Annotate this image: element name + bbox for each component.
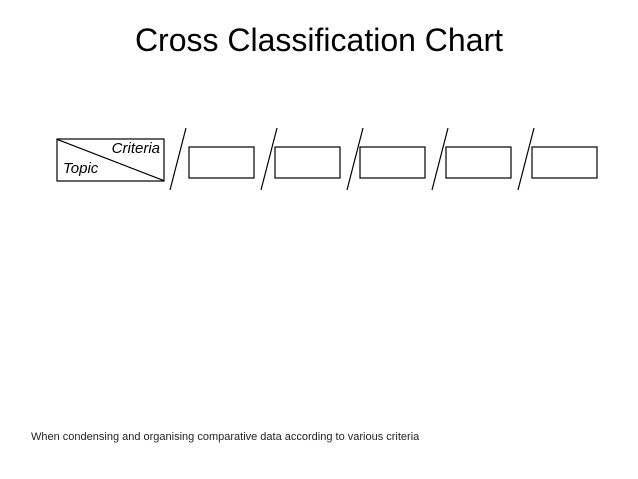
topic-label: Topic [63, 160, 99, 177]
column-separator-slash-icon [169, 127, 187, 191]
column-separator-slash-icon [517, 127, 535, 191]
slide-body-empty-area [0, 200, 638, 425]
criteria-cell-4[interactable] [445, 146, 512, 179]
criteria-cell-5[interactable] [531, 146, 598, 179]
criteria-label: Criteria [112, 140, 160, 157]
slide-caption: When condensing and organising comparati… [31, 431, 420, 443]
column-separator-slash-icon [431, 127, 449, 191]
cross-classification-diagram: Criteria Topic [0, 120, 638, 200]
page-title: Cross Classification Chart [134, 22, 504, 58]
criteria-cell-3[interactable] [359, 146, 426, 179]
header-cell-diagonal-icon [57, 139, 164, 181]
header-cell[interactable]: Criteria Topic [56, 138, 165, 182]
criteria-cell-1[interactable] [188, 146, 255, 179]
column-separator-slash-icon [260, 127, 278, 191]
column-separator-slash-icon [346, 127, 364, 191]
criteria-cell-2[interactable] [274, 146, 341, 179]
